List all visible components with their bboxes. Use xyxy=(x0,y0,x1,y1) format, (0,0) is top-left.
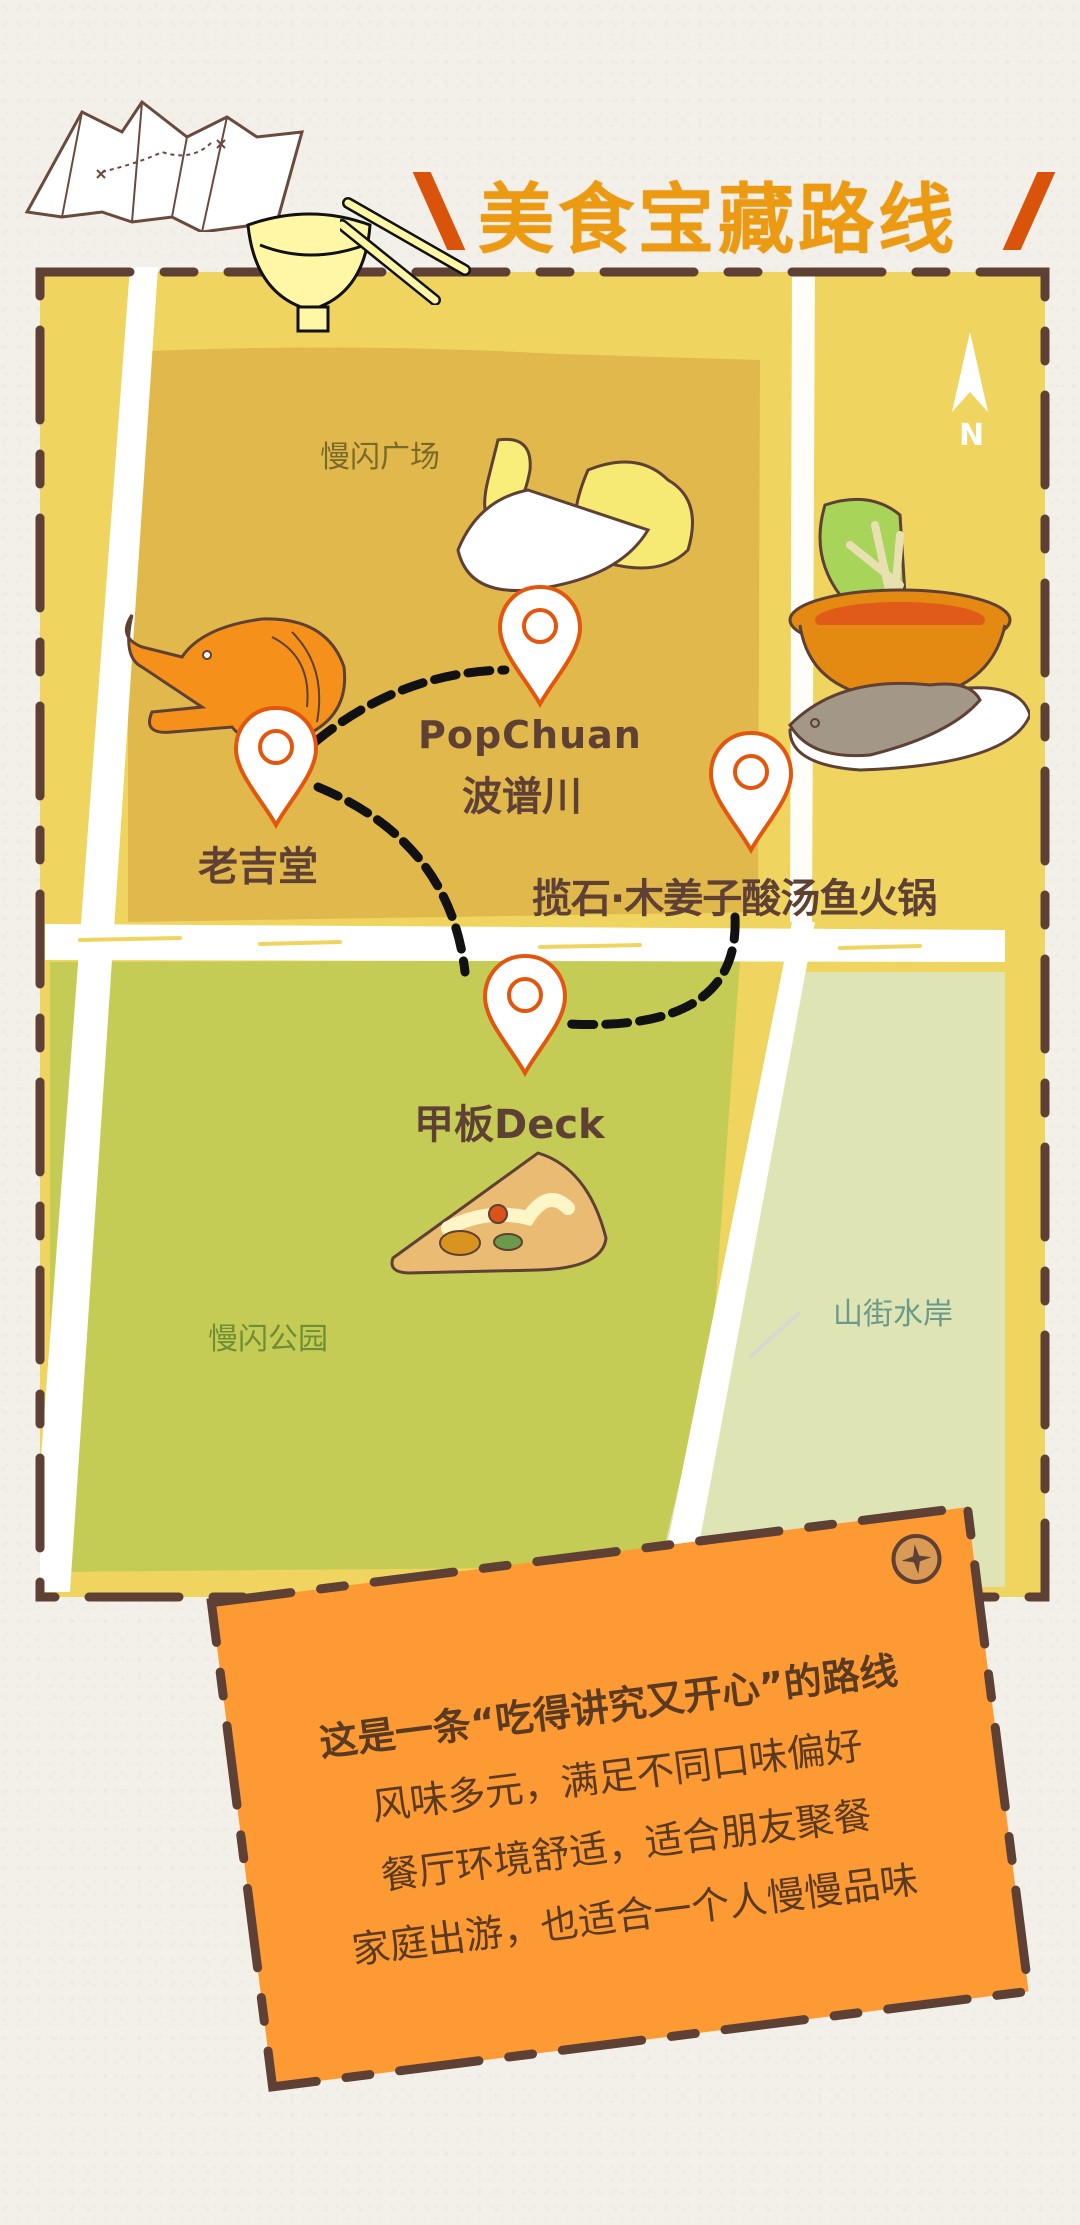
area-label-waterfront: 山街水岸 xyxy=(833,1297,953,1332)
screw-pin-icon xyxy=(891,1533,942,1584)
map-pin-icon-popchuan[interactable] xyxy=(496,584,584,709)
route-summary-card: 这是一条“吃得讲究又开心”的路线 风味多元，满足不同口味偏好 餐厅环境舒适，适合… xyxy=(206,1502,1034,2092)
stop-label-lanshi[interactable]: 揽石·木姜子酸汤鱼火锅 xyxy=(532,876,937,922)
title-slash-left xyxy=(412,172,466,250)
compass-north-label: N xyxy=(959,418,985,453)
stop-label-deck[interactable]: 甲板Deck xyxy=(414,1102,605,1148)
route-path xyxy=(310,665,740,1030)
stop-label-popchuan-cn[interactable]: 波谱川 xyxy=(462,774,582,820)
chopsticks-icon xyxy=(340,197,471,305)
area-label-plaza: 慢闪广场 xyxy=(320,440,440,475)
stop-label-popchuan-en[interactable]: PopChuan xyxy=(418,713,642,757)
folded-map-icon xyxy=(24,99,305,232)
route-map: 慢闪广场 慢闪公园 山街水岸 N xyxy=(35,267,1050,1602)
north-arrow-icon xyxy=(952,332,988,412)
cabbage-icon xyxy=(456,437,694,592)
page-title-text: 美食宝藏路线 xyxy=(478,175,958,264)
card-dashed-border xyxy=(206,1502,1034,2092)
pizza-icon xyxy=(390,1151,608,1275)
map-pin-icon-deck[interactable] xyxy=(481,953,569,1078)
compass: N xyxy=(940,330,1000,460)
rice-bowl-icon xyxy=(246,212,372,333)
map-pin-icon-lanshi[interactable] xyxy=(707,730,795,855)
area-label-park: 慢闪公园 xyxy=(208,1322,328,1357)
page-title: 美食宝藏路线 xyxy=(412,150,1056,264)
hotpot-fish-icon xyxy=(788,497,1030,772)
map-pin-icon-laojitang[interactable] xyxy=(232,705,320,830)
stop-label-laojitang[interactable]: 老吉堂 xyxy=(198,844,318,890)
